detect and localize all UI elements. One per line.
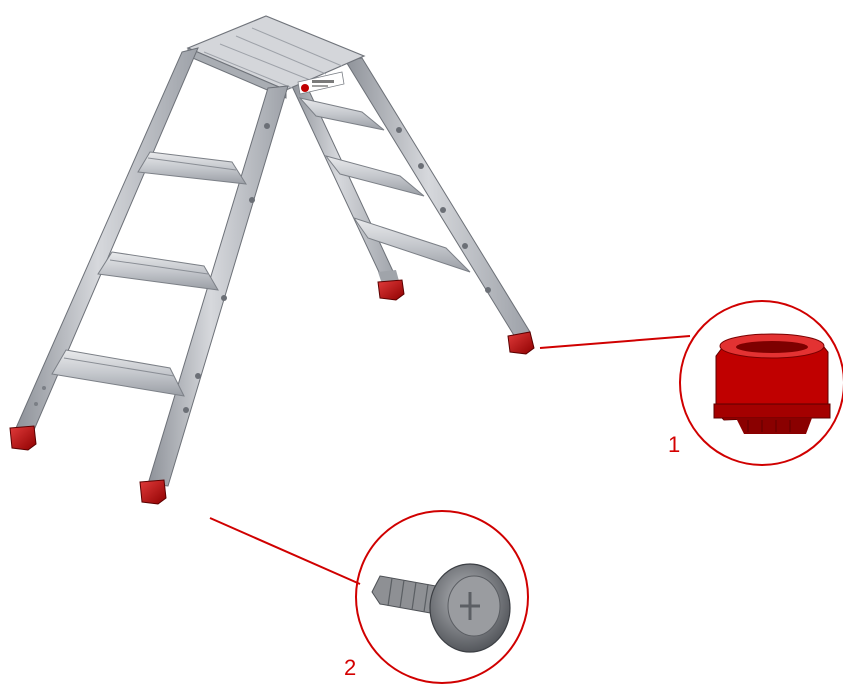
foot-cap-detail-icon: [714, 334, 830, 434]
ladder-front-step-2: [98, 252, 218, 290]
callout-2-leader-line: [210, 518, 360, 584]
foot-cap-back-right: [508, 332, 534, 354]
screw-detail-icon: [372, 564, 510, 652]
callout-1-number: 1: [668, 434, 680, 456]
ladder-front-right-rail: [148, 86, 288, 486]
foot-cap-front-right: [140, 480, 166, 504]
ladder-front-step-3: [52, 350, 184, 396]
brand-logo-icon: [301, 84, 309, 92]
callout-2-number: 2: [344, 657, 356, 679]
callout-1: [540, 301, 843, 465]
callout-2: [210, 511, 528, 683]
foot-cap-front-left: [10, 426, 36, 450]
callout-1-leader-line: [540, 336, 690, 348]
foot-cap-back-left: [378, 280, 404, 300]
ladder-front-step-1: [138, 152, 246, 184]
ladder: [10, 16, 534, 504]
ladder-back-right-rail: [345, 58, 530, 337]
